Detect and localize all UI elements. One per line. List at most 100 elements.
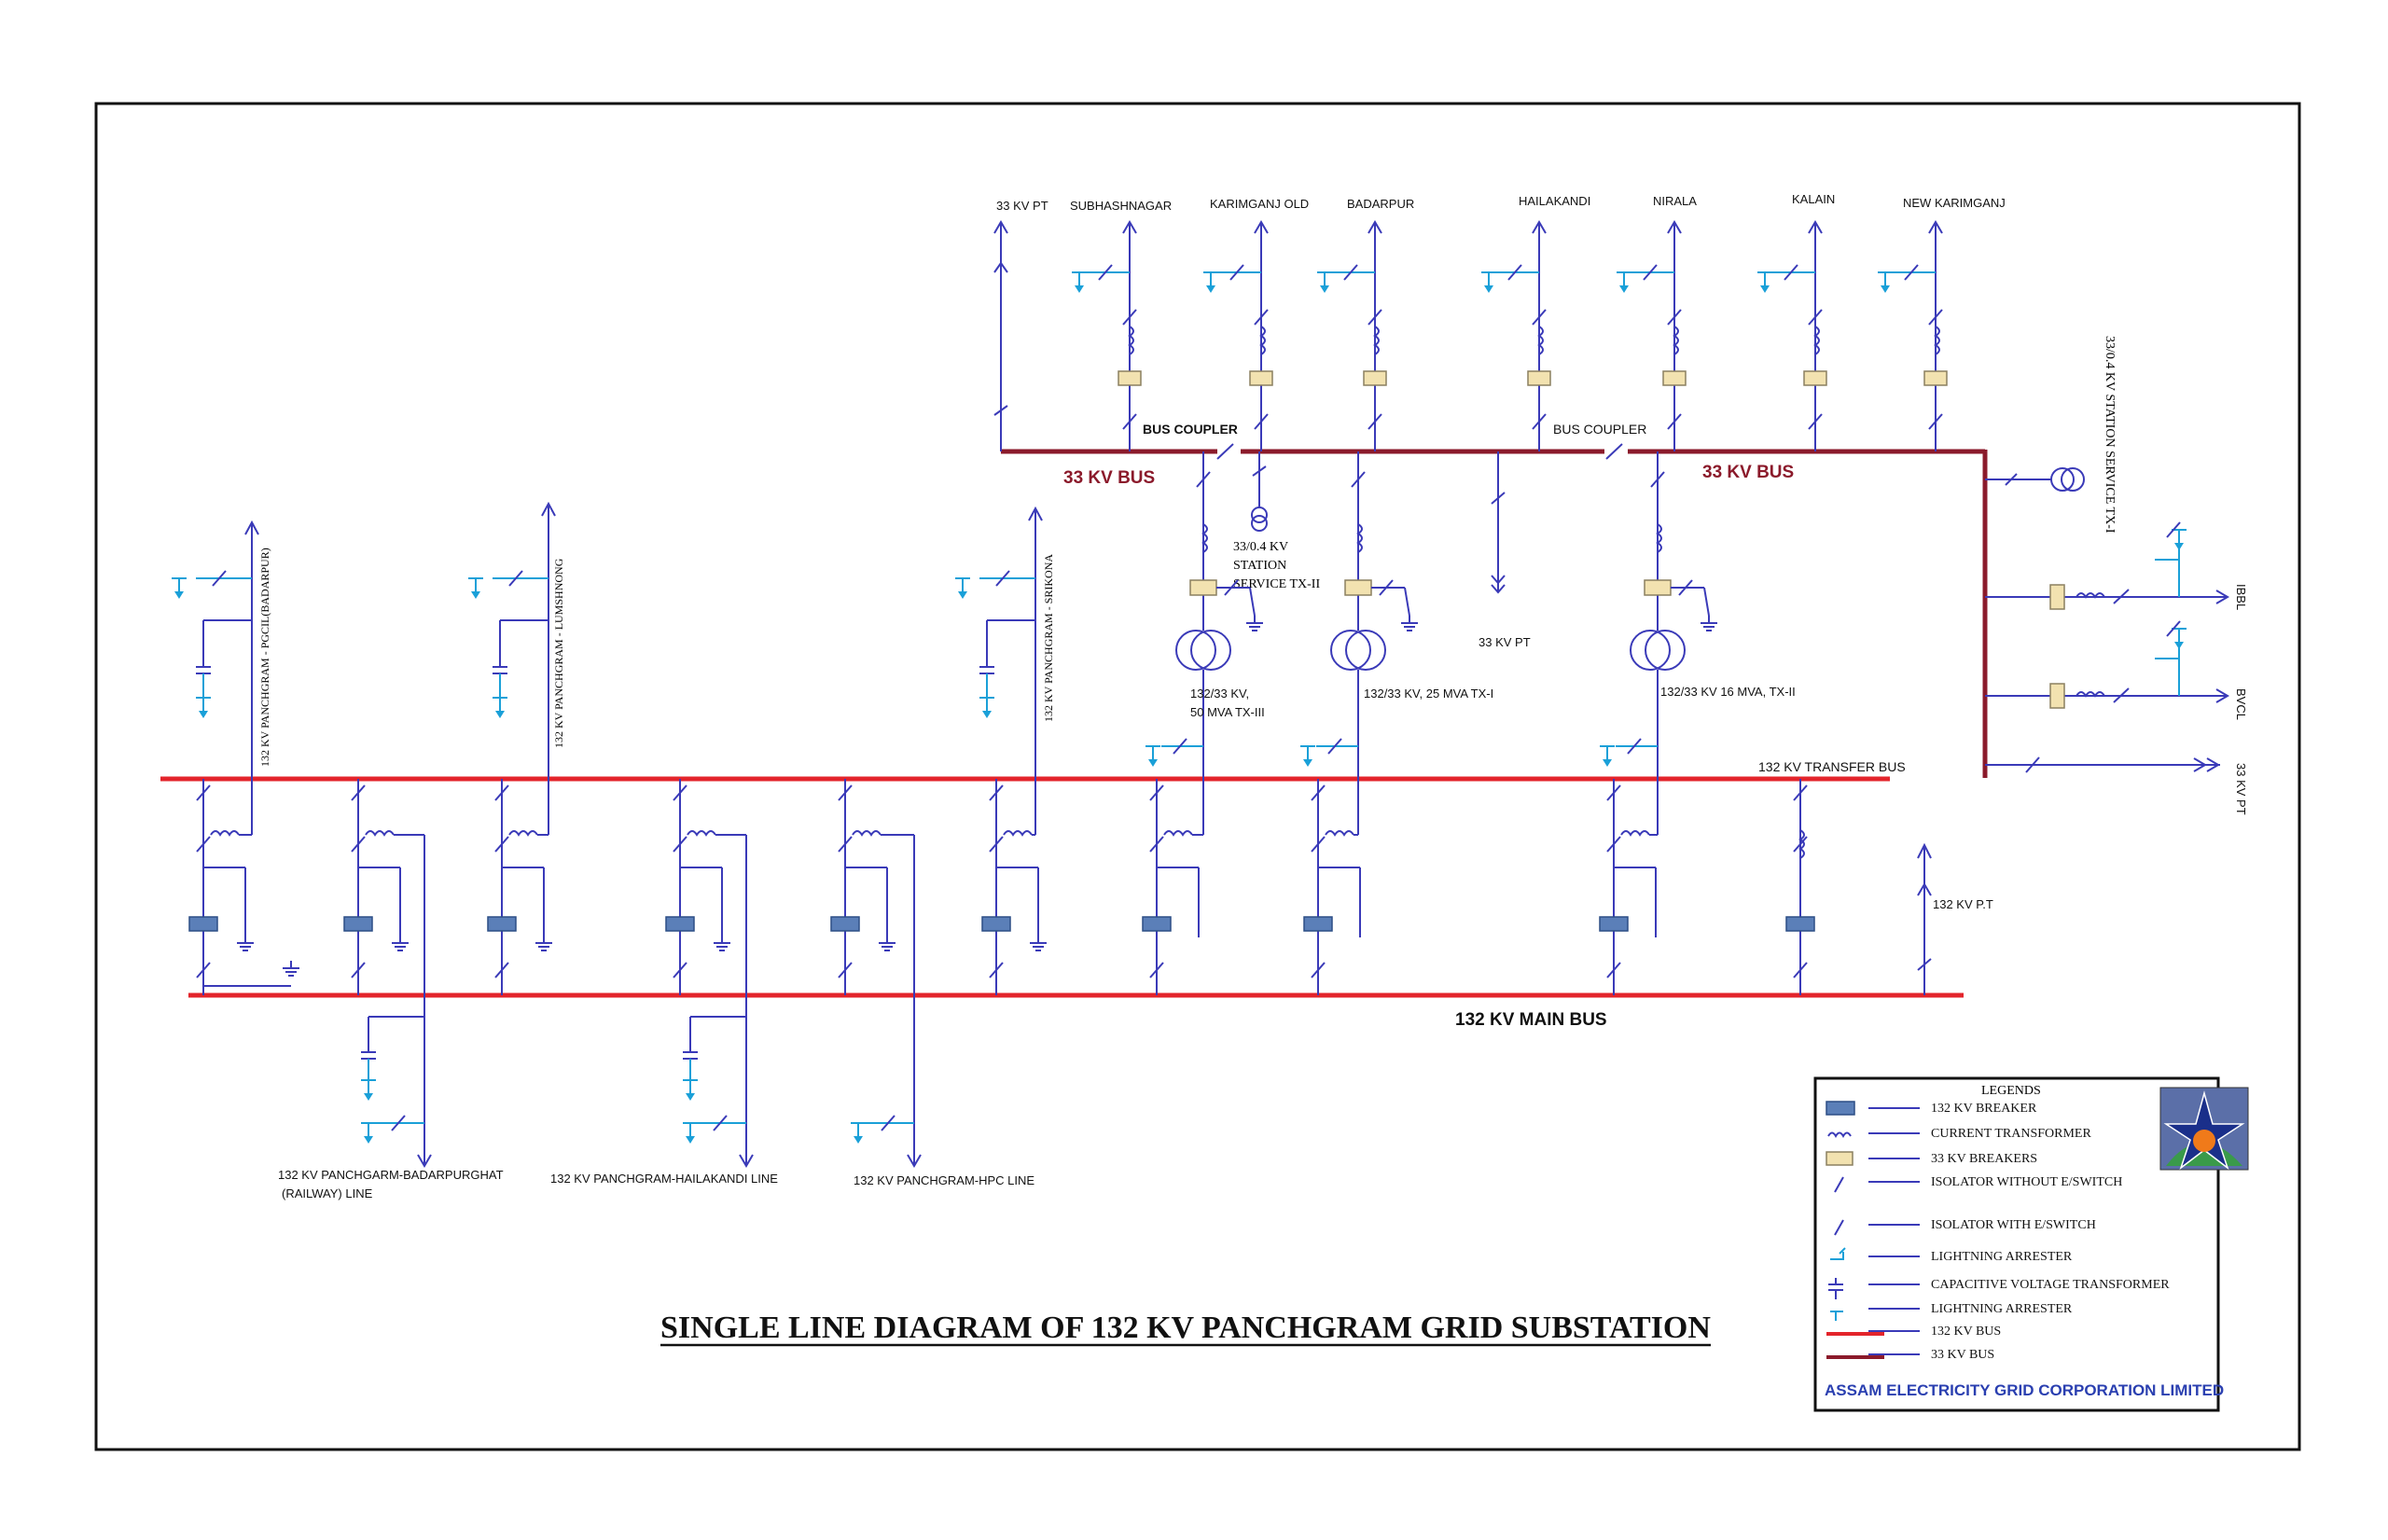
bus-33kv-label-right: 33 KV BUS xyxy=(1702,463,1794,482)
transformer-winding-icon xyxy=(1330,630,1371,671)
bay-132kv xyxy=(1303,779,1361,995)
legend-item-label: ISOLATOR WITHOUT E/SWITCH xyxy=(1931,1175,2122,1189)
legend-item-label: 132 KV BREAKER xyxy=(1931,1102,2037,1116)
current-transformer-icon xyxy=(508,830,538,837)
arrow-icon xyxy=(1254,220,1269,234)
current-transformer-icon xyxy=(210,830,240,837)
current-transformer-icon xyxy=(1201,523,1208,553)
legend-current-transformer-icon xyxy=(1827,1131,1852,1139)
lightning-arrester-icon xyxy=(199,711,208,718)
legend-item-label: 33 KV BREAKERS xyxy=(1931,1152,2037,1166)
transformer-winding-icon xyxy=(1630,630,1671,671)
pt-132kv xyxy=(1917,842,1932,995)
current-transformer-icon xyxy=(2076,691,2105,698)
bus-33kv-label-left: 33 KV BUS xyxy=(1063,468,1155,488)
legend-breaker-33kv-icon xyxy=(1826,1151,1853,1166)
bus-coupler-label-right: BUS COUPLER xyxy=(1553,422,1646,437)
breaker-132kv-icon xyxy=(665,916,695,932)
feeder-33kv: BADARPUR xyxy=(1317,197,1414,451)
lightning-arrester-icon xyxy=(1320,285,1329,293)
feeder-33kv: KARIMGANJ OLD xyxy=(1203,197,1309,451)
breaker-132kv-icon xyxy=(487,916,517,932)
tx3-label-2: 50 MVA TX-III xyxy=(1190,705,1265,719)
tx3-label-1: 132/33 KV, xyxy=(1190,687,1249,701)
legend-isolator-earth-switch-icon xyxy=(1834,1219,1844,1236)
line-pgcil-label: 132 KV PANCHGRAM - PGCIL(BADARPUR) xyxy=(258,548,271,767)
lightning-arrester-icon xyxy=(495,711,505,718)
line-srikona-label: 132 KV PANCHGRAM - SRIKONA xyxy=(1042,554,1055,722)
breaker-33kv-icon xyxy=(1923,370,1948,386)
legend-breaker-132kv-icon xyxy=(1826,1101,1855,1116)
tx1-label: 132/33 KV, 25 MVA TX-I xyxy=(1364,687,1493,701)
arrow-icon xyxy=(1532,220,1547,234)
pt-132kv-label: 132 KV P.T xyxy=(1933,897,1993,911)
breaker-33kv-icon xyxy=(1189,579,1217,596)
drawing-frame xyxy=(94,102,2301,1451)
legend-footer: ASSAM ELECTRICITY GRID CORPORATION LIMIT… xyxy=(1825,1381,2224,1399)
feeder-33kv-label: HAILAKANDI xyxy=(1519,194,1590,208)
current-transformer-icon xyxy=(1673,326,1679,355)
lightning-arrester-icon xyxy=(1619,285,1629,293)
pt-33kv-mid-label: 33 KV PT xyxy=(1479,635,1531,649)
lightning-arrester-icon xyxy=(686,1093,695,1101)
arrow-icon xyxy=(2215,688,2229,703)
arrow-icon xyxy=(244,520,259,535)
breaker-33kv-icon xyxy=(2049,683,2065,709)
feeder-33kv: NIRALA xyxy=(1617,194,1697,451)
legend-cvt-icon xyxy=(1828,1278,1843,1299)
current-transformer-icon xyxy=(687,830,716,837)
legend-item-label: 33 KV BUS xyxy=(1931,1348,1994,1362)
lightning-arrester-icon xyxy=(1760,285,1770,293)
bay-132kv xyxy=(830,779,922,1168)
line-badarpurghat-label-1: 132 KV PANCHGARM-BADARPURGHAT xyxy=(278,1168,504,1182)
diagram-title: SINGLE LINE DIAGRAM OF 132 KV PANCHGRAM … xyxy=(660,1311,1711,1345)
transfer-bus-label: 132 KV TRANSFER BUS xyxy=(1758,759,1906,774)
station-tx2-label-2: STATION xyxy=(1233,559,1286,573)
arrow-icon xyxy=(907,1154,922,1168)
lightning-arrester-icon xyxy=(1148,759,1158,767)
lightning-arrester-icon xyxy=(958,591,967,599)
bays-132kv xyxy=(172,501,1815,1168)
feeder-33kv-label: NIRALA xyxy=(1653,194,1697,208)
line-lumshnong-label: 132 KV PANCHGRAM - LUMSHNONG xyxy=(552,558,565,748)
current-transformer-icon xyxy=(1356,523,1363,553)
feeder-33kv: NEW KARIMGANJ xyxy=(1878,196,2006,451)
current-transformer-icon xyxy=(1934,326,1940,355)
power-transformer-tx2 xyxy=(1600,451,1717,779)
feeder-33kv-ibbl xyxy=(1985,521,2229,610)
legend-item-label: ISOLATOR WITH E/SWITCH xyxy=(1931,1218,2096,1232)
pt-33kv-right xyxy=(1985,756,2220,773)
legend-isolator-icon xyxy=(1834,1176,1844,1193)
power-transformer-tx3 xyxy=(1145,451,1263,779)
current-transformer-icon xyxy=(1813,326,1820,355)
lightning-arrester-icon xyxy=(1603,759,1612,767)
breaker-132kv-icon xyxy=(188,916,218,932)
breaker-132kv-icon xyxy=(1303,916,1333,932)
feeder-33kv-label: NEW KARIMGANJ xyxy=(1903,196,2006,210)
breaker-33kv-icon xyxy=(1363,370,1387,386)
feeder-33kv: HAILAKANDI xyxy=(1481,194,1590,451)
bay-132kv xyxy=(343,779,432,1168)
current-transformer-icon xyxy=(2076,592,2105,599)
station-service-tx2 xyxy=(1251,451,1268,532)
line-badarpurghat-label-2: (RAILWAY) LINE xyxy=(282,1186,373,1200)
arrow-icon xyxy=(2193,757,2207,772)
arrow-icon xyxy=(1928,220,1943,234)
legend-item-label: CURRENT TRANSFORMER xyxy=(1931,1127,2091,1141)
pt-33kv-top-label: 33 KV PT xyxy=(996,199,1048,213)
current-transformer-icon xyxy=(1620,830,1650,837)
feeder-33kv-label: BADARPUR xyxy=(1347,197,1414,211)
pt-33kv-top xyxy=(993,220,1008,451)
lightning-arrester-icon xyxy=(1075,285,1084,293)
feeder-33kv-label: SUBHASHNAGAR xyxy=(1070,199,1172,213)
bay-132kv xyxy=(1785,779,1815,995)
legend-item-label: CAPACITIVE VOLTAGE TRANSFORMER xyxy=(1931,1278,2170,1292)
current-transformer-icon xyxy=(1128,326,1134,355)
bay-132kv xyxy=(665,779,754,1168)
power-transformers xyxy=(1145,451,1717,779)
current-transformer-icon xyxy=(1003,830,1033,837)
arrow-icon xyxy=(1667,220,1682,234)
legend-item-label: LIGHTNING ARRESTER xyxy=(1931,1250,2073,1264)
station-tx1-label: 33/0.4 KV STATION SERVICE TX-I xyxy=(2103,336,2117,534)
